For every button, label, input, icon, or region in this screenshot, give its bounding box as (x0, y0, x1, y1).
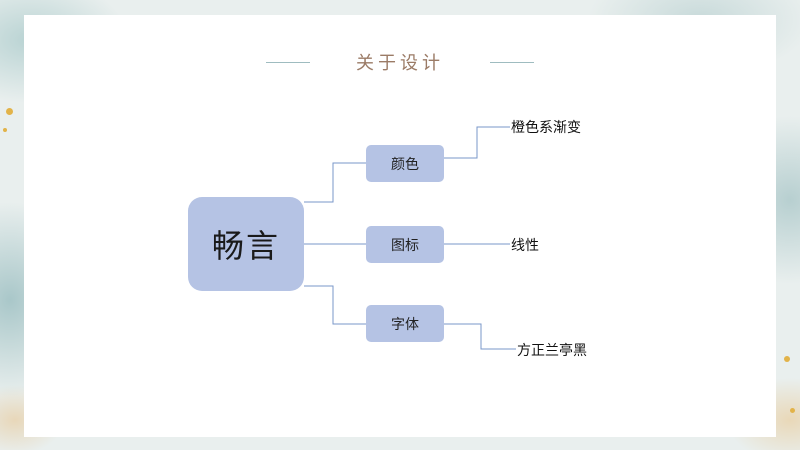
leaf-icon-detail: 线性 (511, 238, 539, 254)
title-rule-left (266, 61, 310, 63)
gold-speck (784, 356, 790, 362)
gold-speck (6, 108, 13, 115)
branch-node-icon: 图标 (366, 226, 444, 263)
mindmap-root-node: 畅言 (188, 197, 304, 291)
connector-font-to-leaf (444, 323, 516, 350)
gold-speck (3, 128, 7, 132)
branch-node-color: 颜色 (366, 145, 444, 182)
branch-node-font: 字体 (366, 305, 444, 342)
leaf-font-detail: 方正兰亭黑 (517, 343, 587, 359)
gold-speck (790, 408, 795, 413)
slide-header: 关于设计 (0, 48, 800, 76)
leaf-color-detail: 橙色系渐变 (511, 120, 581, 136)
connector-root-to-color (304, 162, 366, 203)
connector-root-to-font (304, 285, 366, 325)
title-rule-right (490, 61, 534, 63)
connector-color-to-leaf (444, 126, 510, 159)
slide-title: 关于设计 (356, 53, 444, 74)
